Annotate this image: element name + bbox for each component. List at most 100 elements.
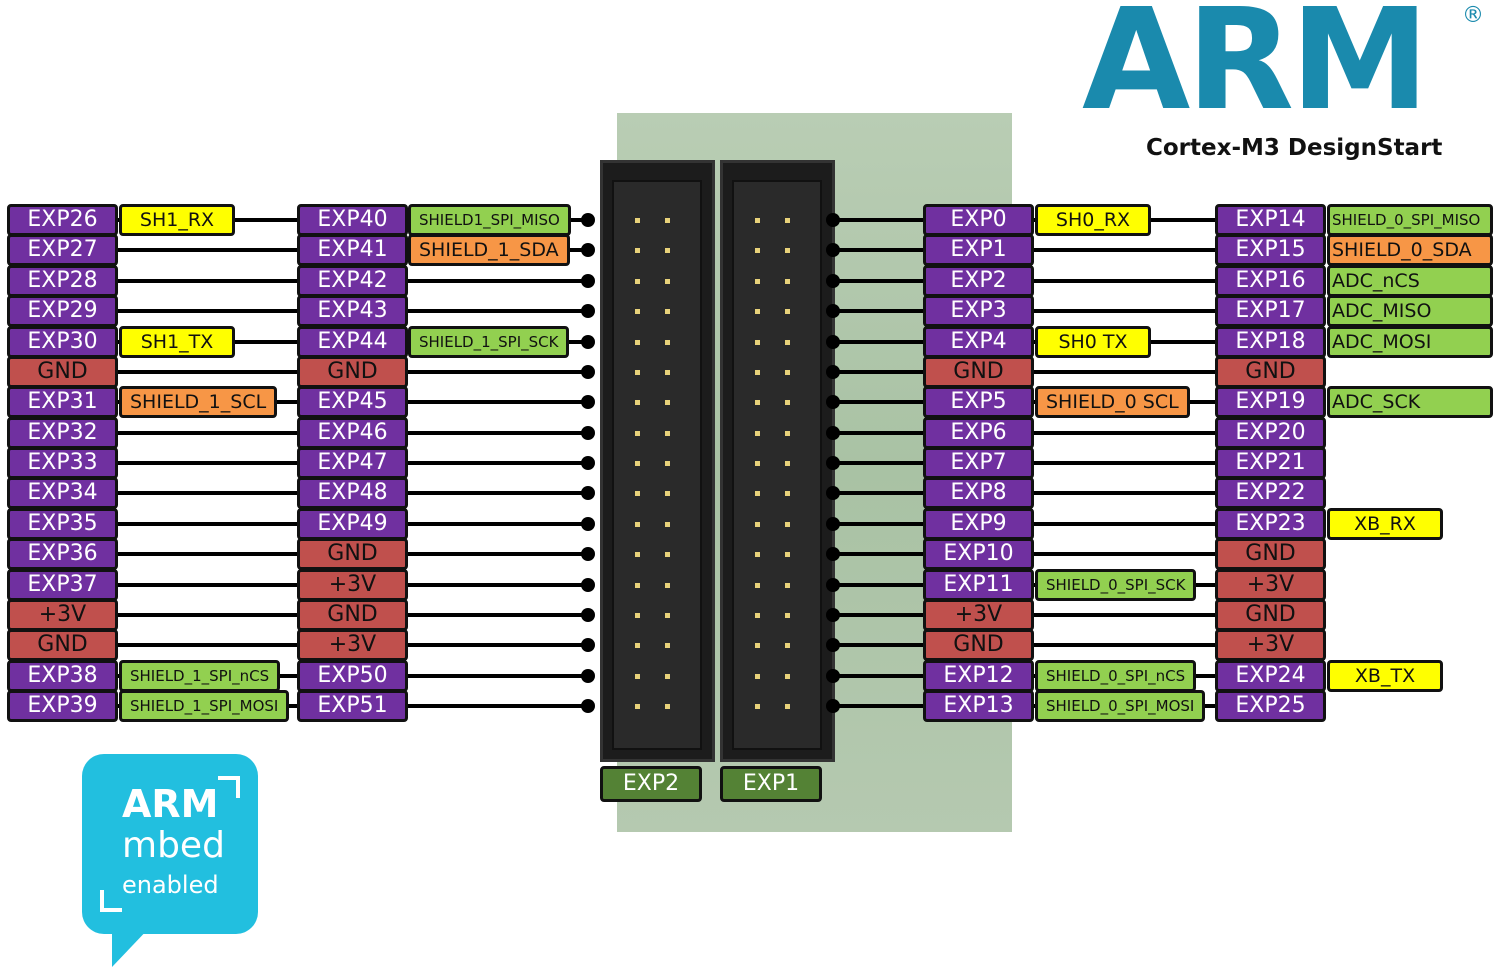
pin-label-gnd: GND	[923, 355, 1034, 388]
pin-dot-right	[826, 334, 840, 349]
pin-label-gnd: GND	[923, 629, 1034, 662]
pin-right-b	[785, 218, 790, 223]
pin-right-a	[755, 704, 760, 709]
pin-left-a	[635, 369, 640, 375]
pin-left-a	[635, 461, 640, 466]
pin-right-b	[785, 643, 790, 649]
pin-label-3v: +3V	[297, 629, 408, 662]
pin-label-exp31: EXP31	[7, 386, 118, 419]
pin-dot-right	[826, 607, 840, 622]
pin-dot-right	[826, 456, 840, 470]
pin-label-exp28: EXP28	[7, 264, 118, 297]
pin-right-b	[785, 673, 790, 679]
signal-tag: SHIELD_1_SPI_MOSI	[119, 690, 290, 722]
pin-label-exp16: EXP16	[1215, 264, 1326, 297]
pin-left-a	[635, 552, 640, 558]
pin-label-exp29: EXP29	[7, 295, 118, 328]
pin-label-exp33: EXP33	[7, 447, 118, 479]
signal-tag: SHIELD_0_SPI_MOSI	[1035, 690, 1206, 722]
registered-mark: ®	[1462, 3, 1484, 28]
pin-label-exp35: EXP35	[7, 507, 118, 540]
pin-left-a	[635, 400, 640, 406]
mbed-logo-mbed: mbed	[122, 825, 225, 866]
pin-left-b	[665, 339, 670, 345]
pin-label-exp27: EXP27	[7, 234, 118, 267]
corner-mark-icon	[218, 776, 240, 798]
pin-dot-right	[826, 547, 840, 562]
pin-dot-left	[581, 577, 595, 592]
pin-dot-right	[826, 364, 840, 379]
signal-tag: SH0 TX	[1035, 325, 1151, 358]
pin-right-b	[785, 521, 790, 527]
pin-dot-right	[826, 638, 840, 653]
pin-dot-left	[581, 243, 595, 258]
pin-label-exp37: EXP37	[7, 568, 118, 601]
pin-left-a	[635, 309, 640, 315]
pin-left-b	[665, 430, 670, 436]
pin-dot-left	[581, 486, 595, 501]
pin-label-exp38: EXP38	[7, 659, 118, 692]
mbed-enabled-logo: ARM mbed enabled	[82, 754, 258, 934]
mbed-logo-enabled: enabled	[122, 871, 219, 899]
pin-label-exp21: EXP21	[1215, 447, 1326, 479]
pin-right-b	[785, 248, 790, 254]
pin-label-exp30: EXP30	[7, 325, 118, 358]
pin-right-b	[785, 309, 790, 315]
pin-dot-right	[826, 243, 840, 258]
pin-left-a	[635, 643, 640, 649]
pin-right-b	[785, 430, 790, 436]
pin-label-exp41: EXP41	[297, 234, 408, 267]
pin-label-exp50: EXP50	[297, 659, 408, 692]
pin-header-housing-right	[732, 180, 822, 750]
pin-label-exp0: EXP0	[923, 204, 1034, 236]
pin-dot-left	[581, 273, 595, 288]
pin-right-a	[755, 400, 760, 406]
pin-left-a	[635, 430, 640, 436]
pin-label-exp11: EXP11	[923, 568, 1034, 601]
pin-right-a	[755, 612, 760, 618]
pin-label-exp13: EXP13	[923, 690, 1034, 722]
pin-dot-right	[826, 516, 840, 531]
pin-left-b	[665, 218, 670, 223]
signal-tag: SHIELD_0_SPI_nCS	[1035, 659, 1197, 692]
pin-right-a	[755, 218, 760, 223]
pin-left-b	[665, 521, 670, 527]
pin-dot-left	[581, 668, 595, 683]
pin-left-a	[635, 582, 640, 588]
pin-right-a	[755, 461, 760, 466]
pin-label-exp26: EXP26	[7, 204, 118, 236]
pin-label-exp7: EXP7	[923, 447, 1034, 479]
pin-label-exp45: EXP45	[297, 386, 408, 419]
pin-left-a	[635, 218, 640, 223]
pin-dot-right	[826, 699, 840, 713]
pin-label-exp5: EXP5	[923, 386, 1034, 419]
pin-dot-left	[581, 699, 595, 713]
pin-label-exp2: EXP2	[923, 264, 1034, 297]
pin-dot-left	[581, 547, 595, 562]
pin-label-exp10: EXP10	[923, 538, 1034, 571]
mbed-logo-arm: ARM	[122, 782, 219, 826]
pin-right-b	[785, 582, 790, 588]
pin-dot-left	[581, 638, 595, 653]
pin-label-gnd: GND	[7, 629, 118, 662]
pin-label-exp6: EXP6	[923, 416, 1034, 449]
arm-logo: ARM	[1082, 0, 1429, 142]
pin-dot-right	[826, 668, 840, 683]
signal-tag: SHIELD_0_SPI_MISO	[1327, 204, 1493, 236]
signal-tag: XB_RX	[1327, 507, 1443, 540]
pin-label-3v: +3V	[1215, 629, 1326, 662]
pin-right-b	[785, 704, 790, 709]
signal-tag: ADC_MOSI	[1327, 325, 1493, 358]
pin-label-exp19: EXP19	[1215, 386, 1326, 419]
pin-label-gnd: GND	[1215, 598, 1326, 631]
pin-label-exp36: EXP36	[7, 538, 118, 571]
pin-right-b	[785, 400, 790, 406]
pin-right-b	[785, 339, 790, 345]
signal-tag: SHIELD_1_SCL	[119, 386, 278, 419]
pin-left-b	[665, 704, 670, 709]
pin-right-a	[755, 643, 760, 649]
pin-label-exp42: EXP42	[297, 264, 408, 297]
pin-label-gnd: GND	[1215, 538, 1326, 571]
pin-header-housing-left	[612, 180, 702, 750]
signal-tag: SH1_RX	[119, 204, 235, 236]
